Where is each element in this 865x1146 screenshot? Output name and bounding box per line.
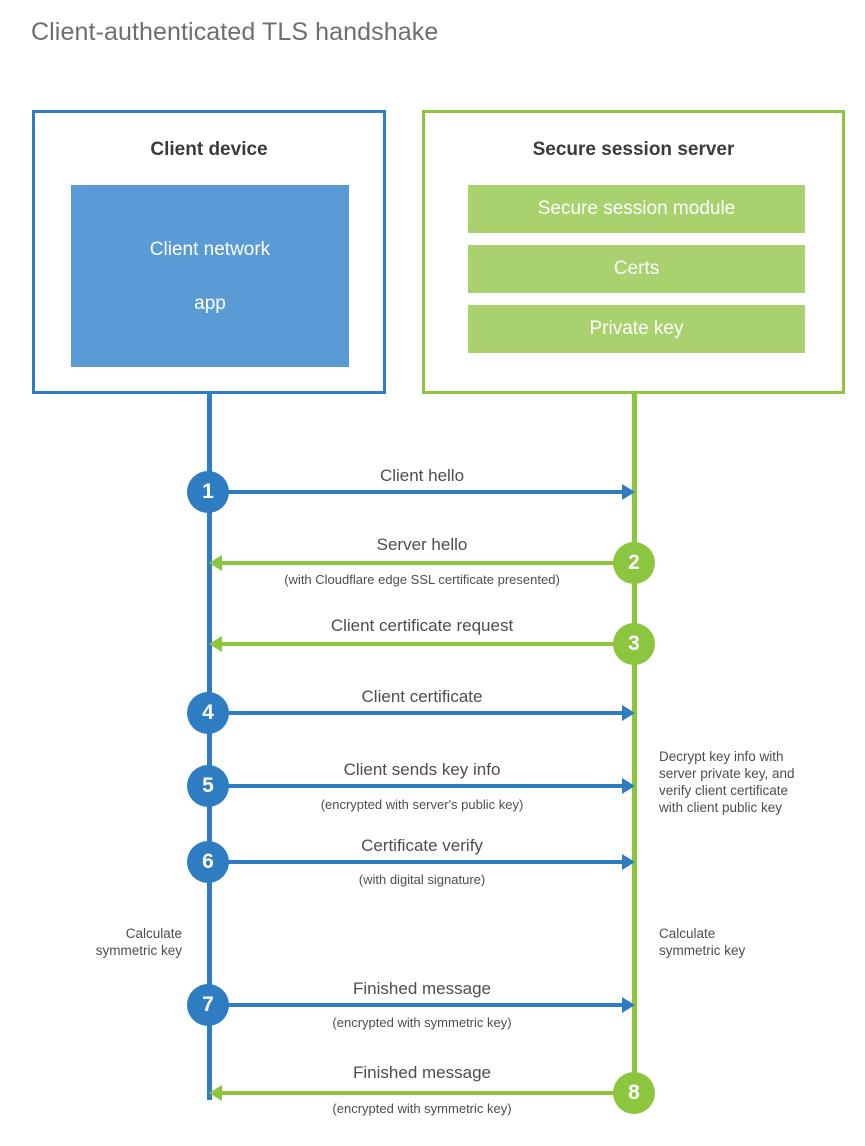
page-title: Client-authenticated TLS handshake [31, 18, 439, 46]
client-lifeline [207, 393, 212, 1100]
note-server-calc-line1: Calculate [659, 926, 716, 941]
secure-session-server-box: Secure session server Secure session mod… [422, 110, 845, 394]
message-6-sublabel: (with digital signature) [358, 872, 486, 887]
server-bar-private-key: Private key [468, 305, 805, 353]
client-device-title: Client device [150, 139, 268, 160]
step-badge-2: 2 [613, 542, 655, 584]
message-4-arrowhead-icon [622, 705, 635, 721]
step-badge-3: 3 [613, 623, 655, 665]
message-1-label: Client hello [379, 466, 465, 485]
message-5-line [210, 784, 625, 788]
message-2-arrowhead-icon [209, 555, 222, 571]
message-3-label: Client certificate request [330, 616, 514, 635]
server-bar-certs: Certs [468, 245, 805, 293]
step-badge-8: 8 [613, 1072, 655, 1114]
note-server-decrypt-line1: Decrypt key info with [659, 749, 784, 764]
message-7-sublabel: (encrypted with symmetric key) [332, 1015, 512, 1030]
note-client-calc-line2: symmetric key [95, 943, 182, 958]
message-3-line [222, 642, 634, 646]
message-1-line [210, 490, 625, 494]
note-server-decrypt-line2: server private key, and [659, 766, 795, 781]
message-6-arrowhead-icon [622, 854, 635, 870]
message-7-label: Finished message [353, 979, 491, 998]
message-8-arrowhead-icon [209, 1085, 222, 1101]
client-device-box: Client device Client network app [32, 110, 386, 394]
message-5-label: Client sends key info [343, 760, 501, 779]
message-1-arrowhead-icon [622, 484, 635, 500]
note-client-calculate-symmetric-key: Calculate symmetric key [20, 925, 182, 959]
message-7-line [210, 1003, 625, 1007]
message-4-line [210, 711, 625, 715]
message-5-sublabel: (encrypted with server's public key) [320, 797, 524, 812]
message-6-label: Certificate verify [361, 836, 483, 855]
message-2-sublabel: (with Cloudflare edge SSL certificate pr… [284, 572, 560, 587]
message-5-arrowhead-icon [622, 778, 635, 794]
note-server-calculate-symmetric-key: Calculate symmetric key [659, 925, 839, 959]
note-server-decrypt-line3: verify client certificate [659, 783, 789, 798]
message-2-line [222, 561, 634, 565]
server-bar-secure-session-module: Secure session module [468, 185, 805, 233]
client-network-app-box: Client network app [71, 185, 349, 367]
client-app-label-line1: Client network [149, 238, 271, 260]
client-app-label-line2: app [194, 292, 226, 314]
server-lifeline [632, 393, 637, 1093]
step-badge-6: 6 [187, 841, 229, 883]
message-8-sublabel: (encrypted with symmetric key) [332, 1101, 512, 1116]
note-server-calc-line2: symmetric key [659, 943, 746, 958]
message-6-line [210, 860, 625, 864]
step-badge-7: 7 [187, 984, 229, 1026]
message-8-label: Finished message [353, 1063, 491, 1082]
message-8-line [222, 1091, 634, 1095]
step-badge-4: 4 [187, 692, 229, 734]
note-server-decrypt-line4: with client public key [659, 800, 783, 815]
message-3-arrowhead-icon [209, 636, 222, 652]
message-4-label: Client certificate [361, 687, 483, 706]
note-client-calc-line1: Calculate [125, 926, 182, 941]
message-2-label: Server hello [376, 535, 468, 554]
server-component-list: Secure session module Certs Private key [468, 185, 805, 365]
step-badge-5: 5 [187, 765, 229, 807]
secure-session-server-title: Secure session server [532, 139, 735, 160]
step-badge-1: 1 [187, 471, 229, 513]
message-7-arrowhead-icon [622, 997, 635, 1013]
note-server-decrypt: Decrypt key info with server private key… [659, 748, 849, 816]
